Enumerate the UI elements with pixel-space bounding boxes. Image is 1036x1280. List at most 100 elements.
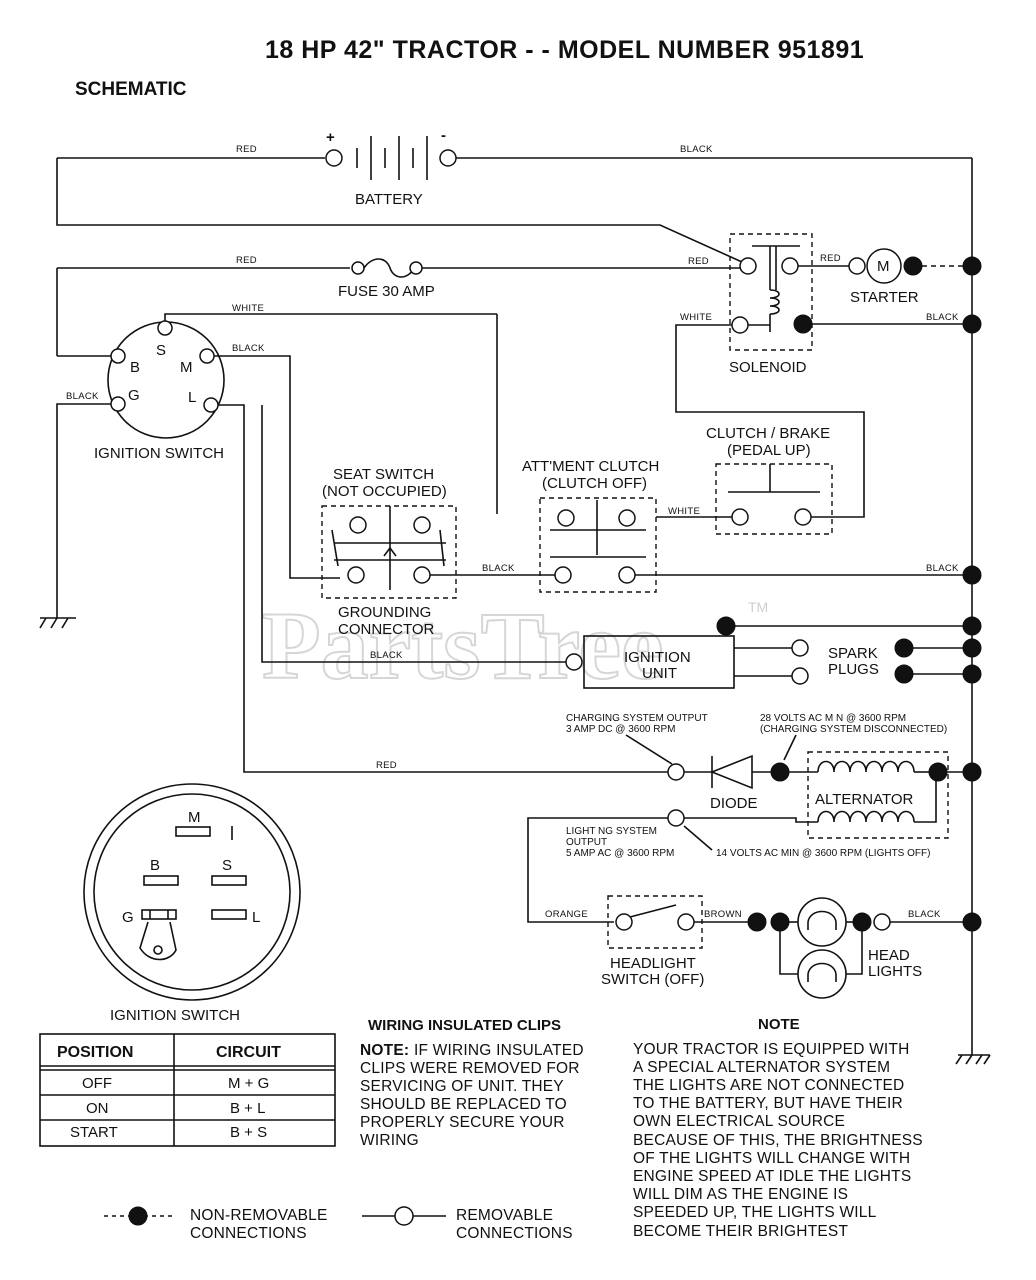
ignition-unit-label-2: UNIT [642,665,677,682]
clips-note-line: CLIPS WERE REMOVED FOR [360,1060,580,1077]
clips-note-line: SHOULD BE REPLACED TO [360,1096,567,1113]
wire-label: BLACK [482,563,515,574]
clips-note-line: IF WIRING INSULATED [414,1042,584,1059]
seat-switch: SEAT SWITCH (NOT OCCUPIED) GROUNDING CON… [321,466,457,638]
wire-label: RED [236,255,257,266]
battery: + - BATTERY [57,127,972,208]
attment-clutch: ATT'MENT CLUTCH (CLUTCH OFF) [522,458,659,593]
wire-label: RED [688,256,709,267]
battery-plus: + [326,129,335,146]
page-title: 18 HP 42" TRACTOR - - MODEL NUMBER 95189… [265,36,864,64]
detail-g: G [122,909,134,926]
diode-label: DIODE [710,795,758,812]
terminal-s: S [156,342,166,359]
watermark-trademark: TM [748,599,768,615]
wire-label: BLACK [908,909,941,920]
detail-l: L [252,909,260,926]
table-header: CIRCUIT [216,1044,281,1061]
starter-m: M [877,258,890,275]
volts28-label: 28 VOLTS AC M N @ 3600 RPM [760,713,906,724]
wire-label: WHITE [232,303,264,314]
solenoid-label: SOLENOID [729,359,807,376]
wire-label: BLACK [926,312,959,323]
position-table: POSITION CIRCUIT OFF M + G ON B + L STAR… [39,1033,336,1147]
table-cell: B + L [230,1100,265,1117]
wire-label: WHITE [668,506,700,517]
table-header: POSITION [57,1044,133,1061]
starter-label: STARTER [850,289,919,306]
clips-note-line: WIRING [360,1132,419,1149]
legend-removable: REMOVABLE [456,1207,553,1224]
ignition-detail-caption: IGNITION SWITCH [110,1007,240,1024]
note-line: WILL DIM AS THE ENGINE IS [633,1186,848,1203]
note-line: OF THE LIGHTS WILL CHANGE WITH [633,1150,910,1167]
detail-s: S [222,857,232,874]
alternator-note: NOTE YOUR TRACTOR IS EQUIPPED WITH A SPE… [633,1016,923,1240]
headlight-switch-state: SWITCH (OFF) [601,971,704,988]
attment-clutch-label: ATT'MENT CLUTCH [522,458,659,475]
alternator-label: ALTERNATOR [815,791,914,808]
table-cell: B + S [230,1124,267,1141]
clips-note-heading: WIRING INSULATED CLIPS [368,1017,561,1034]
note-line: OWN ELECTRICAL SOURCE [633,1113,845,1130]
lighting-output-label-2: OUTPUT [566,837,607,848]
wire-label: RED [236,144,257,155]
battery-minus: - [441,127,446,144]
diode: DIODE [684,754,772,812]
wire-label: WHITE [680,312,712,323]
clutch-brake-state: (PEDAL UP) [727,442,811,459]
grounding-label-2: CONNECTOR [338,621,435,638]
head-lights-label-2: LIGHTS [868,963,922,980]
note-line: SPEEDED UP, THE LIGHTS WILL [633,1204,877,1221]
fuse-label: FUSE 30 AMP [338,283,435,300]
note-line: TO THE BATTERY, BUT HAVE THEIR [633,1095,903,1112]
clutch-brake-label: CLUTCH / BRAKE [706,425,830,442]
terminal-m: M [180,359,193,376]
clips-note-lead: NOTE: [360,1042,409,1059]
table-cell: OFF [82,1075,112,1092]
grounding-label: GROUNDING [338,604,431,621]
seat-switch-state: (NOT OCCUPIED) [322,483,447,500]
head-lights: HEAD LIGHTS [747,897,982,999]
watermark: PartsTree [262,592,664,699]
solenoid: SOLENOID [729,233,813,376]
terminal-b: B [130,359,140,376]
headlight-switch: HEADLIGHT SWITCH (OFF) [601,895,704,988]
legend-nonremovable-2: CONNECTIONS [190,1225,307,1242]
wire-label: RED [376,760,397,771]
volts14-label: 14 VOLTS AC MIN @ 3600 RPM (LIGHTS OFF) [716,848,930,859]
clips-note-line: PROPERLY SECURE YOUR [360,1114,565,1131]
terminal-g: G [128,387,140,404]
ignition-switch-detail: M B S G L [83,783,301,1001]
starter: M STARTER [798,248,982,306]
alternator: ALTERNATOR [789,751,949,839]
terminal-l: L [188,389,196,406]
ignition-unit: IGNITION UNIT [583,635,735,689]
schematic-label: SCHEMATIC [75,79,187,100]
note-heading: NOTE [758,1016,800,1033]
table-cell: M + G [228,1075,269,1092]
wire-label: BLACK [232,343,265,354]
spark-plugs: SPARK PLUGS [828,638,982,684]
note-line: YOUR TRACTOR IS EQUIPPED WITH [633,1041,910,1058]
wire-label: BLACK [370,650,403,661]
lighting-output-label: LIGHT NG SYSTEM [566,826,657,837]
headlight-switch-label: HEADLIGHT [610,955,696,972]
wire-label: ORANGE [545,909,588,920]
wire-label: BLACK [680,144,713,155]
ignition-unit-label: IGNITION [624,649,691,666]
note-line: ENGINE SPEED AT IDLE THE LIGHTS [633,1168,911,1185]
note-line: BECOME THEIR BRIGHTEST [633,1223,848,1240]
spark-plugs-label-2: PLUGS [828,661,879,678]
legend-removable-2: CONNECTIONS [456,1225,573,1242]
lighting-output-value: 5 AMP AC @ 3600 RPM [566,848,674,859]
wire-label: RED [820,253,841,264]
wire-label: BROWN [704,909,742,920]
charging-output-label: CHARGING SYSTEM OUTPUT [566,713,708,724]
clips-note: WIRING INSULATED CLIPS NOTE: IF WIRING I… [360,1017,584,1149]
legend-nonremovable: NON-REMOVABLE [190,1207,328,1224]
spark-plugs-label: SPARK [828,645,878,662]
table-cell: ON [86,1100,109,1117]
wire-label: BLACK [66,391,99,402]
